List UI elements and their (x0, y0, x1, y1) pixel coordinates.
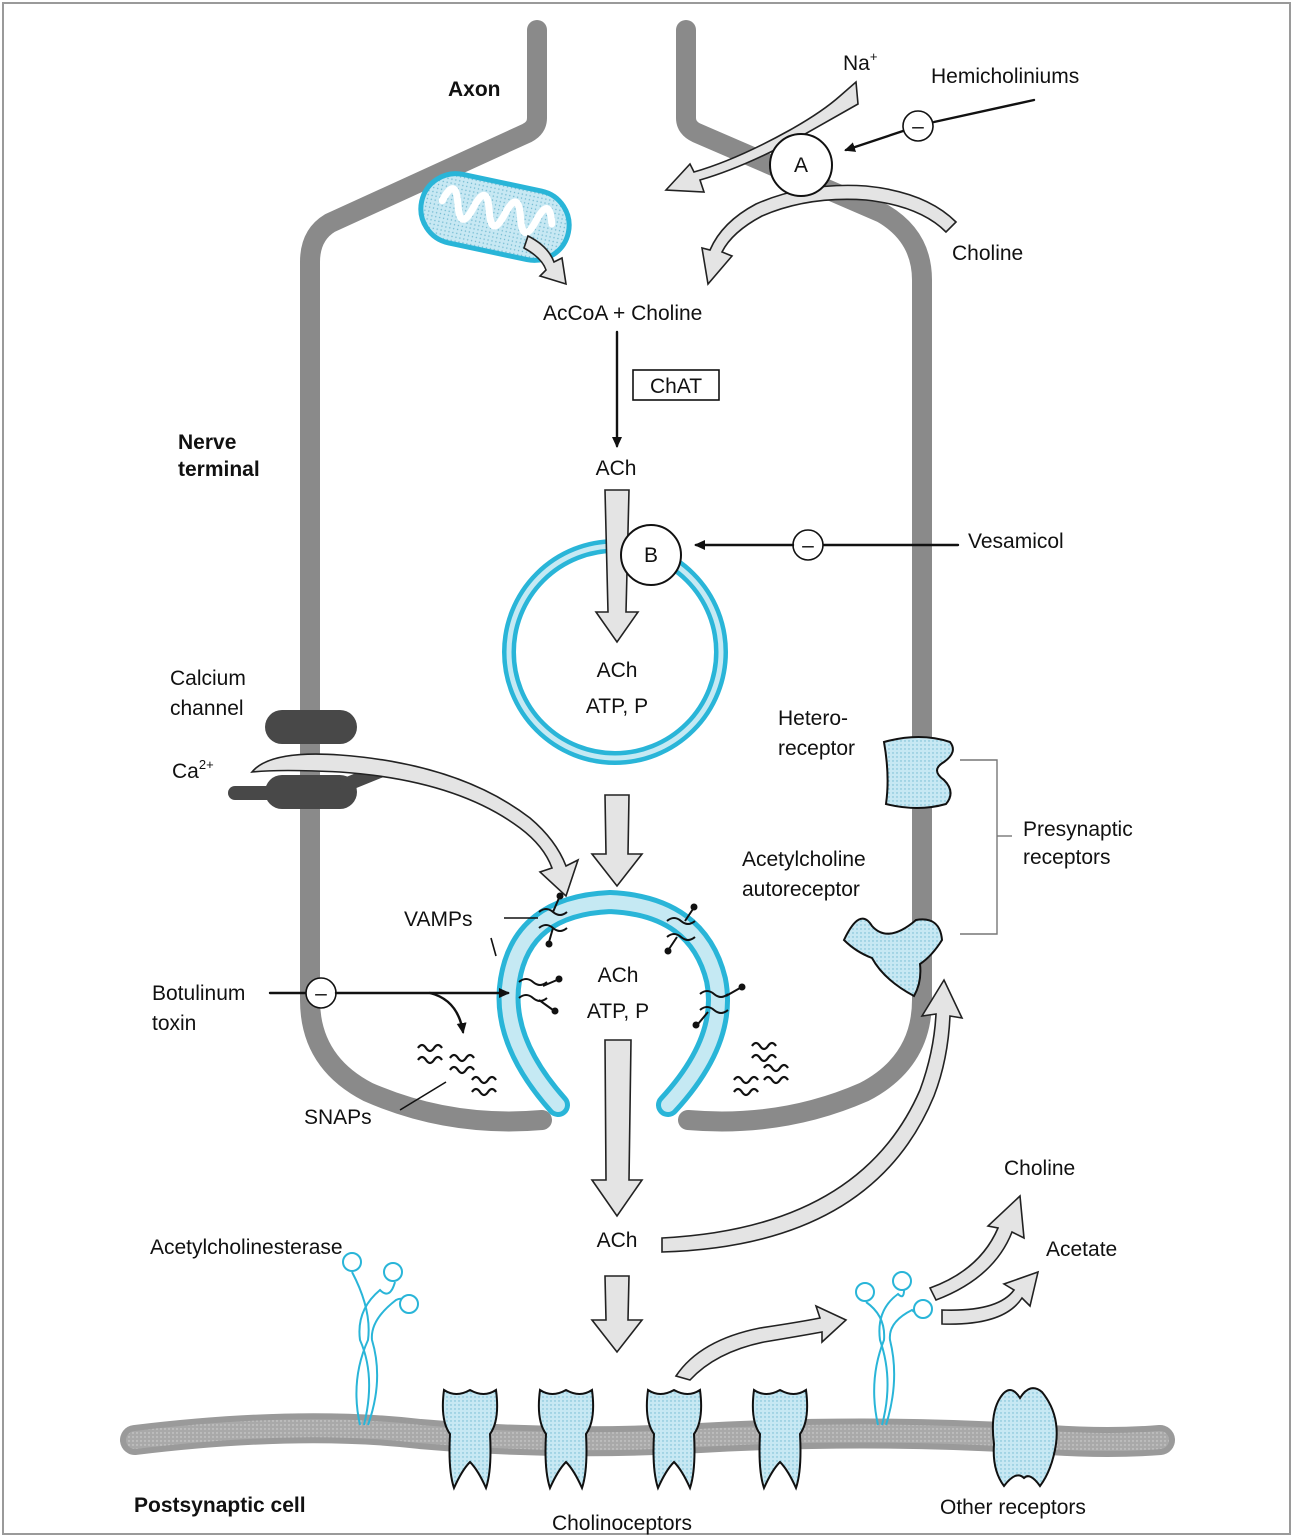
vesicle-contents-line1: ACh (597, 659, 638, 682)
presynaptic-receptors-line1: Presynaptic (1023, 818, 1133, 841)
postsynaptic-cell-label: Postsynaptic cell (134, 1494, 306, 1517)
autoreceptor (842, 917, 944, 998)
heteroreceptor-label: Hetero- receptor (778, 707, 855, 760)
sodium-label: Na+ (843, 49, 877, 75)
botulinum-label: Botulinum toxin (152, 982, 251, 1035)
transporter-b-label: B (644, 544, 658, 567)
ach-cytoplasm-label: ACh (596, 457, 637, 480)
fusing-contents-line1: ACh (598, 964, 639, 987)
calcium-influx-arrow (250, 753, 580, 898)
nerve-terminal-label: Nerve terminal (178, 431, 260, 481)
nerve-terminal-membrane (300, 20, 932, 1132)
fusing-vesicle-inner (501, 894, 725, 1112)
hemicholiniums-line (932, 98, 1036, 124)
calcium-channel-top (265, 710, 357, 744)
hemicholiniums-inhibit-icon (902, 110, 934, 142)
cholinoceptor-3 (645, 1388, 703, 1491)
ach-cleft-label: ACh (597, 1229, 638, 1252)
snaps-label: SNAPs (304, 1106, 372, 1129)
transporter-a (769, 133, 833, 197)
sodium-symbol: Na (843, 52, 870, 75)
accoa-choline-label: AcCoA + Choline (543, 302, 702, 325)
snap-proteins-right (733, 1041, 789, 1097)
postsynaptic-descent-arrow (590, 1275, 644, 1354)
presynaptic-receptors-line2: receptors (1023, 846, 1111, 869)
vesicle-loading-arrow (594, 489, 640, 644)
mitochondrion (418, 171, 572, 263)
snap-proteins-left (417, 1043, 497, 1097)
acetylcholinesterase-right (855, 1271, 933, 1426)
heteroreceptor-line1: Hetero- (778, 707, 848, 730)
other-receptors-label: Other receptors (940, 1496, 1086, 1519)
choline-product-label: Choline (1004, 1157, 1075, 1180)
cholinoceptor-2 (537, 1388, 595, 1491)
calcium-channel-label: Calcium channel (170, 667, 252, 720)
hemicholiniums-label: Hemicholiniums (931, 65, 1079, 88)
heteroreceptor-line2: receptor (778, 737, 855, 760)
vesamicol-label: Vesamicol (968, 530, 1064, 553)
transporter-b (620, 524, 682, 586)
vamp-protein-2 (664, 903, 698, 955)
chat-label: ChAT (650, 375, 702, 398)
axon-label: Axon (448, 78, 501, 101)
botulinum-inhibit-sign: – (315, 982, 327, 1005)
chat-enzyme-box (632, 369, 720, 401)
cholinoceptors-label: Cholinoceptors (552, 1512, 692, 1535)
transporter-a-label: A (794, 154, 808, 177)
calcium-symbol: Ca (172, 760, 199, 783)
calcium-channel-line2: channel (170, 697, 244, 720)
acetate-product-label: Acetate (1046, 1238, 1117, 1261)
exocytosis-arrow (590, 1039, 644, 1218)
autoreceptor-line1: Acetylcholine (742, 848, 866, 871)
acetate-product-arrow (941, 1270, 1040, 1325)
acetylcholinesterase-left (342, 1252, 419, 1426)
autoreceptor-label: Acetylcholine autoreceptor (742, 848, 872, 901)
vamps-leader-2 (490, 937, 497, 957)
calcium-charge: 2+ (199, 757, 214, 772)
cholinoceptor-1 (441, 1388, 499, 1491)
vamp-protein-4 (692, 983, 746, 1029)
mito-to-accoa-arrow (523, 234, 567, 286)
vesicle-contents-line2: ATP, P (586, 695, 648, 718)
presynaptic-bracket (960, 759, 998, 935)
sodium-charge: + (870, 49, 878, 64)
autoreceptor-line2: autoreceptor (742, 878, 860, 901)
vesamicol-inhibit-sign: – (802, 534, 814, 557)
choline-product-arrow (928, 1194, 1025, 1302)
botulinum-arrow-snap (428, 991, 467, 1034)
nerve-terminal-line1: Nerve (178, 431, 236, 454)
presynaptic-receptors-label: Presynaptic receptors (1023, 818, 1139, 869)
autoreceptor-feedback-arrow (661, 978, 964, 1253)
other-receptor (991, 1387, 1058, 1488)
hemicholiniums-inhibit-sign: – (912, 115, 924, 138)
heteroreceptor (882, 736, 954, 809)
nerve-terminal-line2: terminal (178, 458, 260, 481)
sodium-influx-arrow (664, 80, 859, 193)
calcium-channel-line1: Calcium (170, 667, 246, 690)
cholinoceptor-4 (751, 1388, 809, 1491)
botulinum-line1: Botulinum (152, 982, 245, 1005)
vamp-protein-1 (538, 892, 568, 948)
to-esterase-arrow (674, 1304, 848, 1381)
choline-uptake-label: Choline (952, 242, 1023, 265)
snaps-leader (399, 1081, 447, 1111)
calcium-ion-label: Ca2+ (172, 757, 214, 783)
choline-uptake-arrow (701, 184, 958, 286)
vamps-label: VAMPs (404, 908, 472, 931)
acetylcholinesterase-label: Acetylcholinesterase (150, 1236, 343, 1259)
botulinum-line2: toxin (152, 1012, 196, 1035)
fusing-contents-line2: ATP, P (587, 1000, 649, 1023)
vamp-protein-3 (518, 975, 563, 1015)
hemicholiniums-arrow (844, 129, 905, 152)
vesicle-transit-arrow (590, 794, 644, 888)
